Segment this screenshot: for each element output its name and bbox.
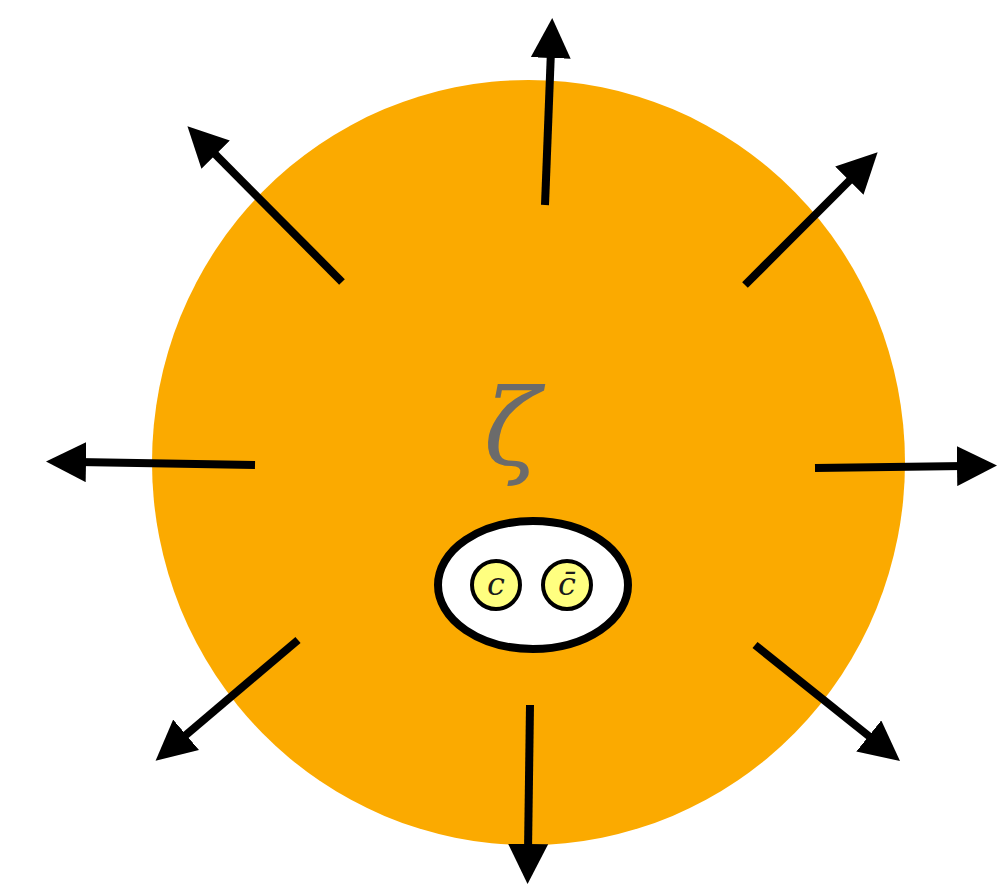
- arrow: [210, 149, 342, 282]
- arrow: [180, 640, 298, 740]
- arrow: [528, 705, 530, 852]
- quark-circle: c̄: [541, 559, 593, 611]
- arrow: [755, 645, 875, 741]
- arrow: [815, 466, 965, 468]
- quark-label: c̄: [558, 568, 576, 600]
- arrow: [545, 50, 551, 205]
- quark-circle: c: [470, 559, 522, 611]
- bound-state-ellipse: [438, 521, 628, 649]
- field-symbol: ζ: [484, 376, 540, 480]
- arrow: [78, 462, 255, 465]
- arrow: [745, 175, 855, 285]
- quark-label: c: [487, 568, 505, 600]
